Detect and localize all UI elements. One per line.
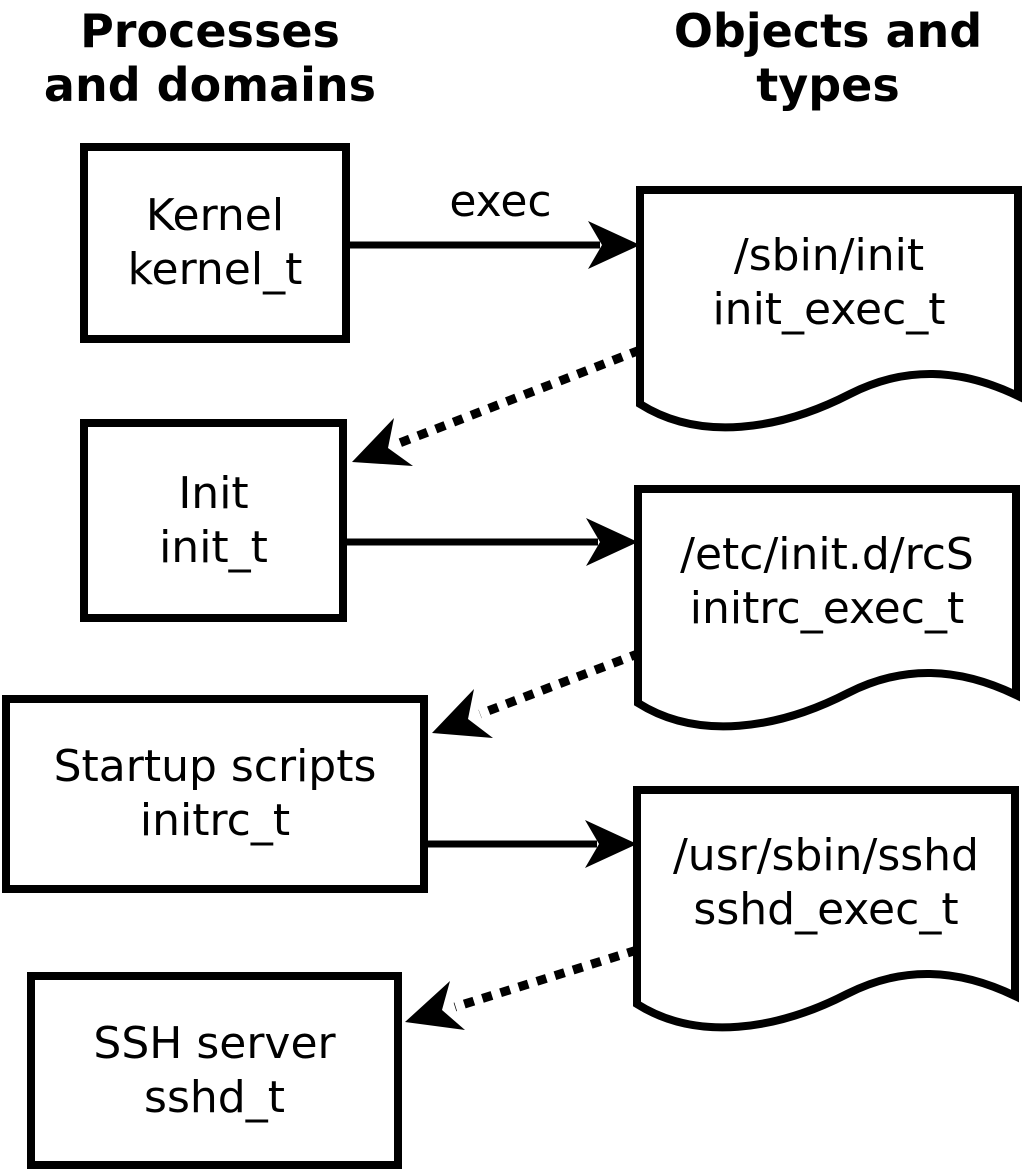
- transition-arrow-sshd-line: [453, 945, 639, 1012]
- process-domain: sshd_t: [144, 1071, 285, 1123]
- process-name: SSH server: [93, 1017, 336, 1069]
- heading-line: and domains: [43, 58, 377, 113]
- process-name: Kernel: [145, 190, 285, 242]
- process-box-kernel: Kernel kernel_t: [80, 143, 350, 343]
- document-shape-usr-sbin-sshd: [637, 790, 1015, 1027]
- document-shape-sbin-init: [640, 190, 1018, 427]
- transition-arrow-init-line: [395, 345, 642, 449]
- heading-line: Objects and: [673, 4, 983, 58]
- column-heading-objects: Objects and types: [633, 4, 1023, 113]
- process-name: Startup scripts: [53, 741, 377, 793]
- transition-arrow-initrc-line: [478, 648, 642, 719]
- transition-arrowhead-initrc-icon: [432, 689, 493, 738]
- process-domain: init_t: [159, 521, 268, 573]
- edge-label-exec: exec: [449, 176, 552, 227]
- transition-arrowhead-init-icon: [352, 418, 413, 466]
- process-box-ssh-server: SSH server sshd_t: [27, 972, 402, 1169]
- column-heading-processes: Processes and domains: [10, 4, 410, 113]
- document-shape-etc-initd-rcs: [638, 489, 1016, 726]
- exec-arrowhead-kernel-icon: [588, 221, 640, 269]
- transition-arrowhead-sshd-icon: [405, 981, 465, 1030]
- heading-line: Processes: [80, 4, 340, 58]
- process-name: Init: [178, 467, 249, 519]
- process-box-init: Init init_t: [80, 419, 347, 622]
- exec-arrowhead-initrc-icon: [585, 820, 637, 868]
- heading-line: types: [756, 58, 900, 113]
- process-box-startup-scripts: Startup scripts initrc_t: [2, 695, 428, 893]
- process-domain: kernel_t: [127, 244, 303, 295]
- process-domain: initrc_t: [139, 795, 291, 846]
- exec-arrowhead-init-icon: [586, 518, 638, 566]
